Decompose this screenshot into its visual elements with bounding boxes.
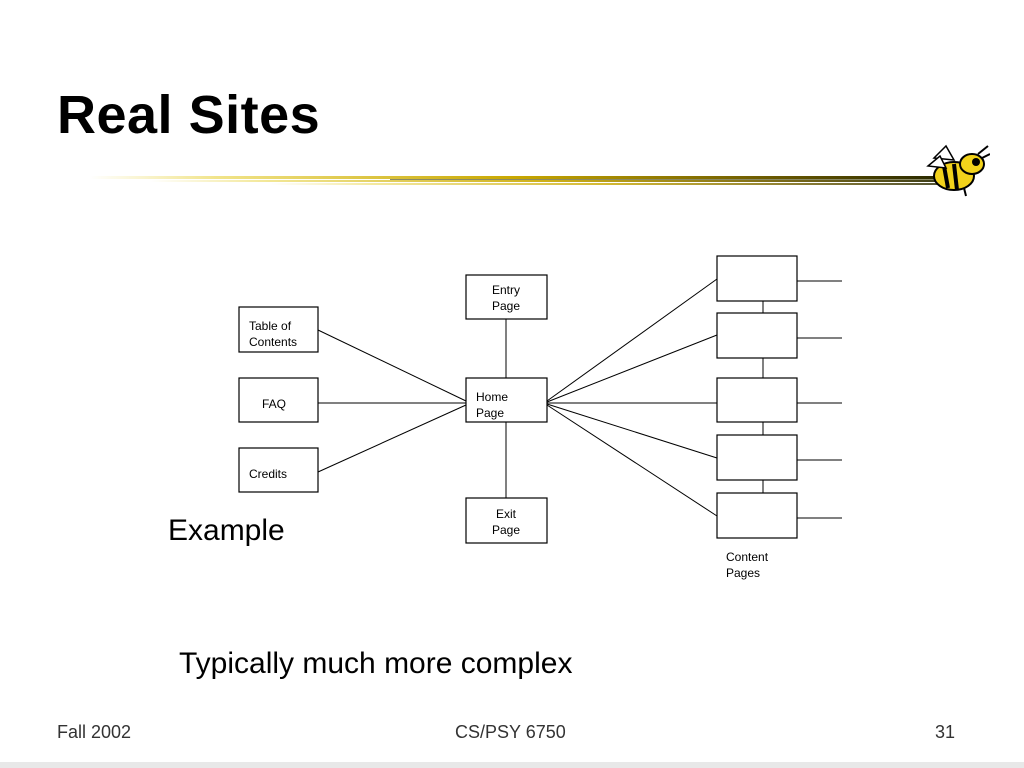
edge-home-content-4 [546,403,718,459]
node-entry-label-1: Entry [492,283,520,297]
edge-toc-home [317,329,467,402]
footer-course: CS/PSY 6750 [455,722,566,742]
diagram-connectors [317,278,842,519]
node-toc-label-1: Table of [249,319,292,333]
node-entry-label-2: Page [492,299,520,313]
bottom-strip [0,762,1024,768]
node-credits [238,447,319,493]
footer-slide-number: 31 [935,722,956,742]
slide-title: Real Sites [57,85,321,145]
edge-home-content-5 [546,404,718,517]
node-entry-page [465,274,548,320]
node-exit-page [465,497,548,544]
node-exit-label-1: Exit [496,507,517,521]
edge-home-content-2 [546,334,718,403]
footer-date: Fall 2002 [57,722,132,742]
content-pages-label-1: Content [726,550,769,564]
node-content-page-1 [716,255,798,302]
node-faq-label: FAQ [262,397,286,411]
node-content-page-3 [716,377,798,423]
node-faq [238,377,319,423]
example-label: Example [168,514,285,547]
node-credits-label: Credits [249,467,287,481]
edge-home-content-1 [546,278,718,402]
node-exit-label-2: Page [492,523,520,537]
slide-caption: Typically much more complex [179,647,573,680]
node-home-label-2: Page [476,406,504,420]
content-pages-label-2: Pages [726,566,760,580]
node-content-page-4 [716,434,798,481]
node-home-label-1: Home [476,390,508,404]
node-home-page [465,377,548,423]
node-table-of-contents [238,306,319,353]
edge-credits-home [317,404,467,473]
node-toc-label-2: Contents [249,335,297,349]
title-underline-rule [90,176,938,185]
node-content-page-2 [716,312,798,359]
node-content-page-5 [716,492,798,539]
yellow-jacket-bee-icon [926,144,990,197]
